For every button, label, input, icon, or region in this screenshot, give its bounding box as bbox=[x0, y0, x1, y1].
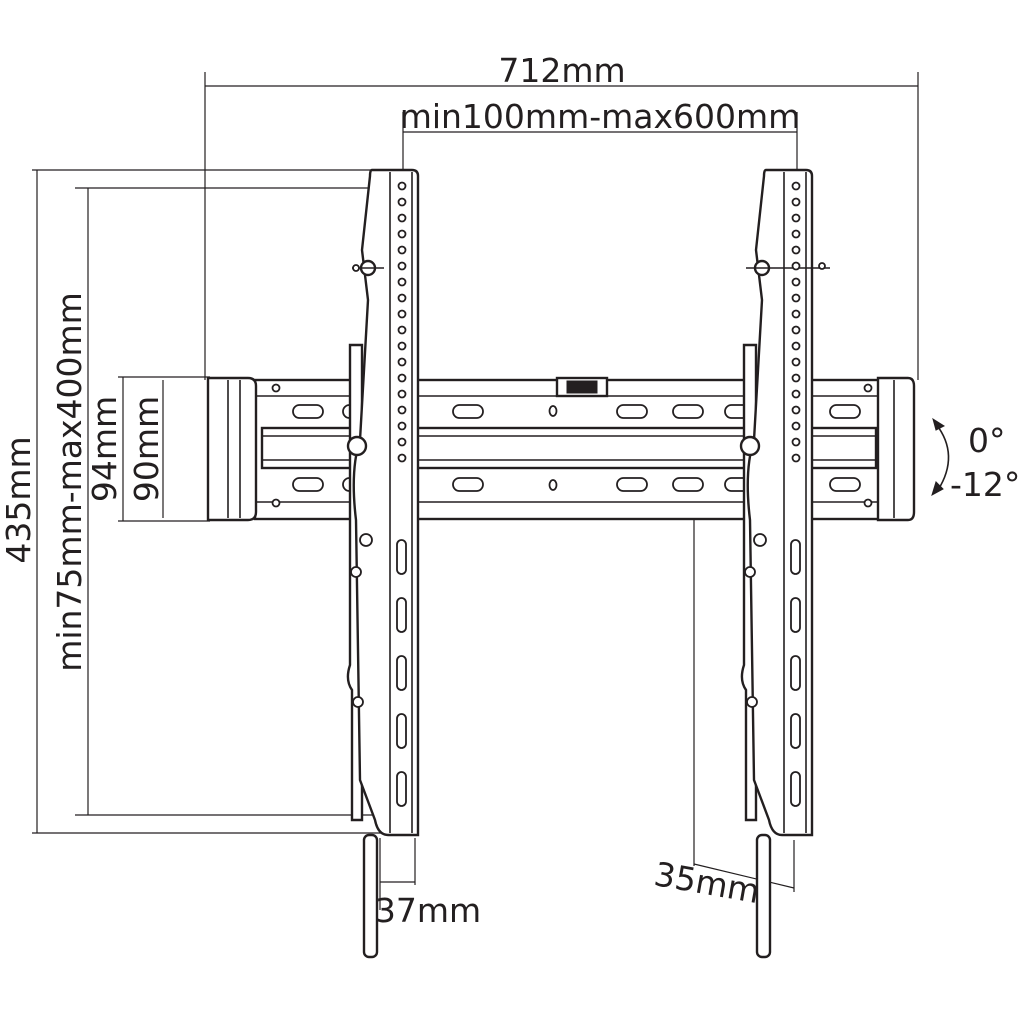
wall-distance-max-label: 37mm bbox=[375, 891, 481, 930]
left-arm-lower-slots bbox=[396, 539, 407, 807]
rail-top-slots bbox=[292, 404, 861, 419]
dimension-vesa-horizontal: min100mm-max600mm bbox=[400, 97, 801, 185]
left-arm-upper-holes bbox=[397, 181, 407, 463]
dimension-vesa-vertical: min75mm-max400mm bbox=[50, 187, 398, 816]
rail-inner-label: 90mm bbox=[127, 396, 166, 502]
dimension-overall-height: 435mm bbox=[0, 169, 385, 834]
dimension-rail-outer: 94mm bbox=[85, 376, 210, 522]
vesa-vertical-label: min75mm-max400mm bbox=[50, 292, 89, 672]
left-release-strap bbox=[362, 833, 379, 959]
tilt-arrow-up-icon bbox=[932, 417, 946, 431]
right-bracket-arm bbox=[739, 168, 830, 959]
overall-height-label: 435mm bbox=[0, 436, 38, 563]
rail-outer-label: 94mm bbox=[85, 396, 124, 502]
tilt-indicator: 0° -12° bbox=[931, 417, 1020, 504]
right-release-strap bbox=[755, 833, 772, 959]
right-arm-lower-slots bbox=[790, 539, 801, 807]
left-bracket-arm bbox=[346, 168, 420, 959]
tilt-arrow-down-icon bbox=[931, 481, 944, 497]
vesa-horizontal-label: min100mm-max600mm bbox=[400, 97, 801, 136]
wall-distance-min-label: 35mm bbox=[651, 854, 762, 911]
dimension-overall-width: 712mm bbox=[204, 51, 919, 380]
dimension-rail-inner: 90mm bbox=[127, 380, 166, 518]
overall-width-label: 712mm bbox=[498, 51, 625, 90]
tilt-lower-label: -12° bbox=[950, 465, 1020, 504]
left-end-cap bbox=[206, 376, 258, 522]
right-arm-upper-holes bbox=[791, 181, 801, 463]
tilt-upper-label: 0° bbox=[968, 421, 1006, 460]
dimension-wall-distance-max: 37mm bbox=[375, 838, 481, 930]
right-end-cap bbox=[876, 376, 916, 522]
